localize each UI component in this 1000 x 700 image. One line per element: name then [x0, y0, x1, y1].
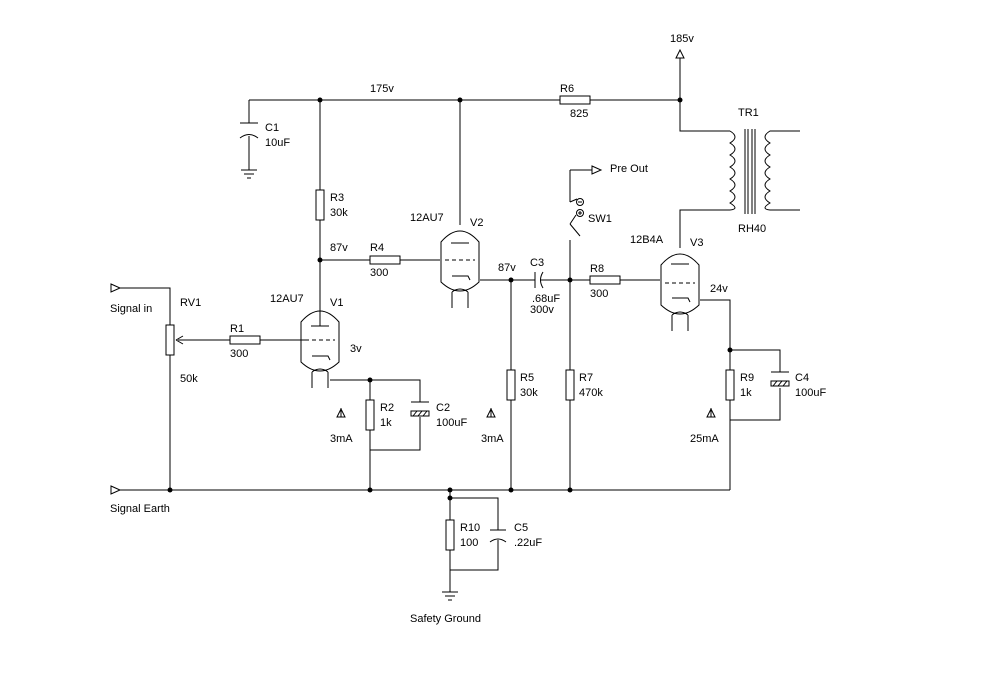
signal-earth-arrow-icon: [110, 485, 122, 495]
tr1-model: RH40: [738, 223, 766, 235]
capacitor-c1: [239, 122, 259, 139]
r9-ref: R9: [740, 372, 754, 384]
tr1-ref: TR1: [738, 107, 759, 119]
c2-value: 100uF: [436, 417, 467, 429]
v1-anode-voltage: 87v: [330, 242, 348, 254]
v3-ref: V3: [690, 237, 703, 249]
r5-value: 30k: [520, 387, 538, 399]
capacitor-c5: [489, 529, 507, 543]
ground-c1-icon: [241, 169, 257, 179]
rail-voltage-label: 175v: [370, 83, 394, 95]
r3-ref: R3: [330, 192, 344, 204]
r10-ref: R10: [460, 522, 480, 534]
rv1-ref: RV1: [180, 297, 201, 309]
v2-type: 12AU7: [410, 212, 444, 224]
junctions: [167, 97, 733, 501]
safety-ground-label: Safety Ground: [410, 613, 481, 625]
wires: [120, 58, 781, 592]
r8-value: 300: [590, 288, 608, 300]
r7-ref: R7: [579, 372, 593, 384]
resistor-r6: [559, 95, 591, 105]
v3-type: 12B4A: [630, 234, 664, 246]
potentiometer-rv1: [165, 324, 184, 356]
c5-value: .22uF: [514, 537, 542, 549]
c4-value: 100uF: [795, 387, 826, 399]
v2-ref: V2: [470, 217, 483, 229]
signal-in-label: Signal in: [110, 303, 152, 315]
r10-value: 100: [460, 537, 478, 549]
c5-ref: C5: [514, 522, 528, 534]
r1-value: 300: [230, 348, 248, 360]
v3-current: 25mA: [690, 433, 719, 445]
r6-ref: R6: [560, 83, 574, 95]
c3-value: .68uF: [532, 293, 560, 305]
resistor-r8: [589, 275, 621, 285]
r6-value: 825: [570, 108, 588, 120]
capacitor-c2: [410, 401, 430, 417]
r8-ref: R8: [590, 263, 604, 275]
tube-v3: [660, 253, 700, 331]
supply-arrow-icon: [675, 48, 685, 59]
v1-ref: V1: [330, 297, 343, 309]
pre-out-arrow-icon: [591, 165, 603, 175]
c1-ref: C1: [265, 122, 279, 134]
switch-sw1-icon: [569, 198, 584, 225]
r2-value: 1k: [380, 417, 392, 429]
r5-ref: R5: [520, 372, 534, 384]
v1-current: 3mA: [330, 433, 353, 445]
rv1-value: 50k: [180, 373, 198, 385]
signal-in-arrow-icon: [110, 283, 122, 293]
transformer-tr1: [729, 129, 800, 214]
r7-value: 470k: [579, 387, 603, 399]
v2-cathode-voltage: 87v: [498, 262, 516, 274]
resistor-r7: [565, 369, 575, 401]
resistor-r10: [445, 519, 455, 551]
r2-ref: R2: [380, 402, 394, 414]
r4-ref: R4: [370, 242, 384, 254]
v3-cathode-voltage: 24v: [710, 283, 728, 295]
sw1-ref: SW1: [588, 213, 612, 225]
v1-cathode-voltage: 3v: [350, 343, 362, 355]
r9-value: 1k: [740, 387, 752, 399]
resistor-r1: [229, 335, 261, 345]
pre-out-label: Pre Out: [610, 163, 648, 175]
resistor-r3: [315, 189, 325, 221]
v1-type: 12AU7: [270, 293, 304, 305]
current-arrows: [336, 407, 716, 418]
r3-value: 30k: [330, 207, 348, 219]
resistor-r9: [725, 369, 735, 401]
capacitor-c3: [534, 271, 544, 289]
tube-v1: [300, 310, 340, 388]
labels: 185v 175v R6 825 C1 10uF R3 30k 87v R4 3…: [110, 33, 826, 625]
ground-safety-icon: [442, 591, 458, 601]
tube-v2: [440, 230, 480, 308]
c3-ref: C3: [530, 257, 544, 269]
supply-voltage-label: 185v: [670, 33, 694, 45]
resistor-r4: [369, 255, 401, 265]
c3-voltage: 300v: [530, 304, 554, 316]
c1-value: 10uF: [265, 137, 290, 149]
resistor-r2: [365, 399, 375, 431]
capacitor-c4: [770, 371, 790, 387]
c4-ref: C4: [795, 372, 809, 384]
c2-ref: C2: [436, 402, 450, 414]
v2-current: 3mA: [481, 433, 504, 445]
r1-ref: R1: [230, 323, 244, 335]
resistor-r5: [506, 369, 516, 401]
r4-value: 300: [370, 267, 388, 279]
signal-earth-label: Signal Earth: [110, 503, 170, 515]
